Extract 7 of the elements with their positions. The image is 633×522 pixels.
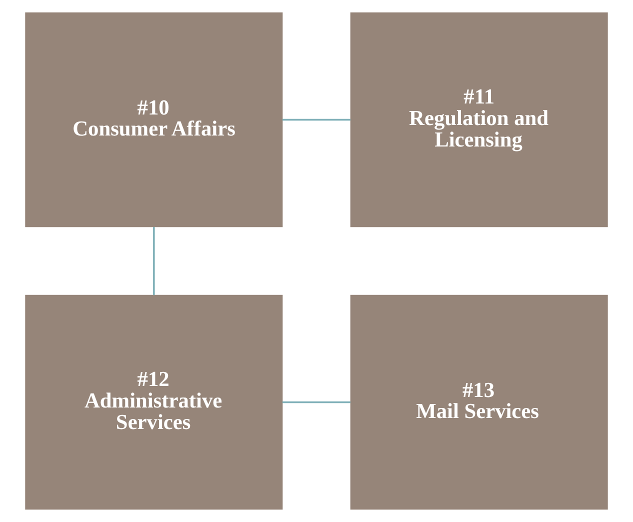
connector bbox=[282, 118, 350, 121]
node-box: #11 Regulation and Licensing bbox=[350, 12, 608, 228]
node-box: #13 Mail Services bbox=[350, 294, 608, 510]
connector bbox=[282, 401, 350, 404]
node-box: #12 Administrative Services bbox=[25, 294, 283, 510]
connector bbox=[153, 226, 155, 296]
node-box: #10 Consumer Affairs bbox=[25, 12, 283, 228]
